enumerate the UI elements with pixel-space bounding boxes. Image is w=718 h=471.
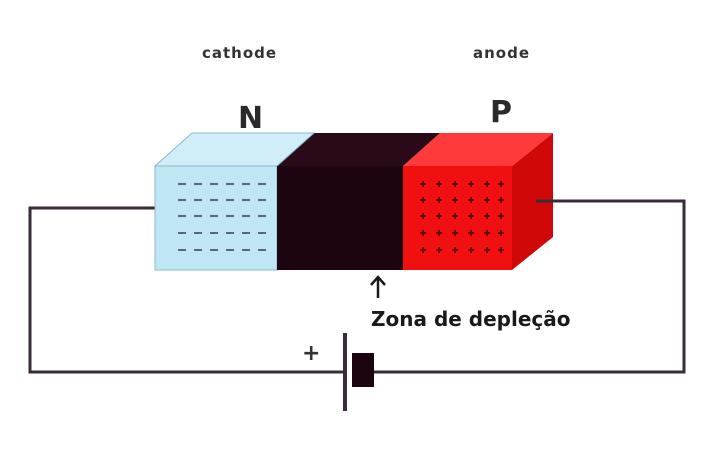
cathode-label: cathode [202,44,277,62]
circuit-wire [28,199,686,374]
p-region-side-face [512,133,553,270]
p-region-block [403,166,512,270]
electron-marks [178,183,266,251]
depletion-zone-label: Zona de depleção [371,307,571,331]
depletion-top-face [277,133,440,166]
battery-short-plate [352,353,374,387]
n-region-label: N [238,101,263,136]
battery-long-plate [343,333,347,411]
p-region-label: P [490,95,512,130]
anode-label: anode [473,44,530,62]
up-arrow-icon [370,275,386,298]
battery-symbol [343,333,374,411]
depletion-region-block [277,166,403,270]
p-region-top-face [403,133,553,166]
hole-marks [420,181,504,253]
battery-positive-label: + [302,341,320,366]
n-region-block [154,165,278,271]
